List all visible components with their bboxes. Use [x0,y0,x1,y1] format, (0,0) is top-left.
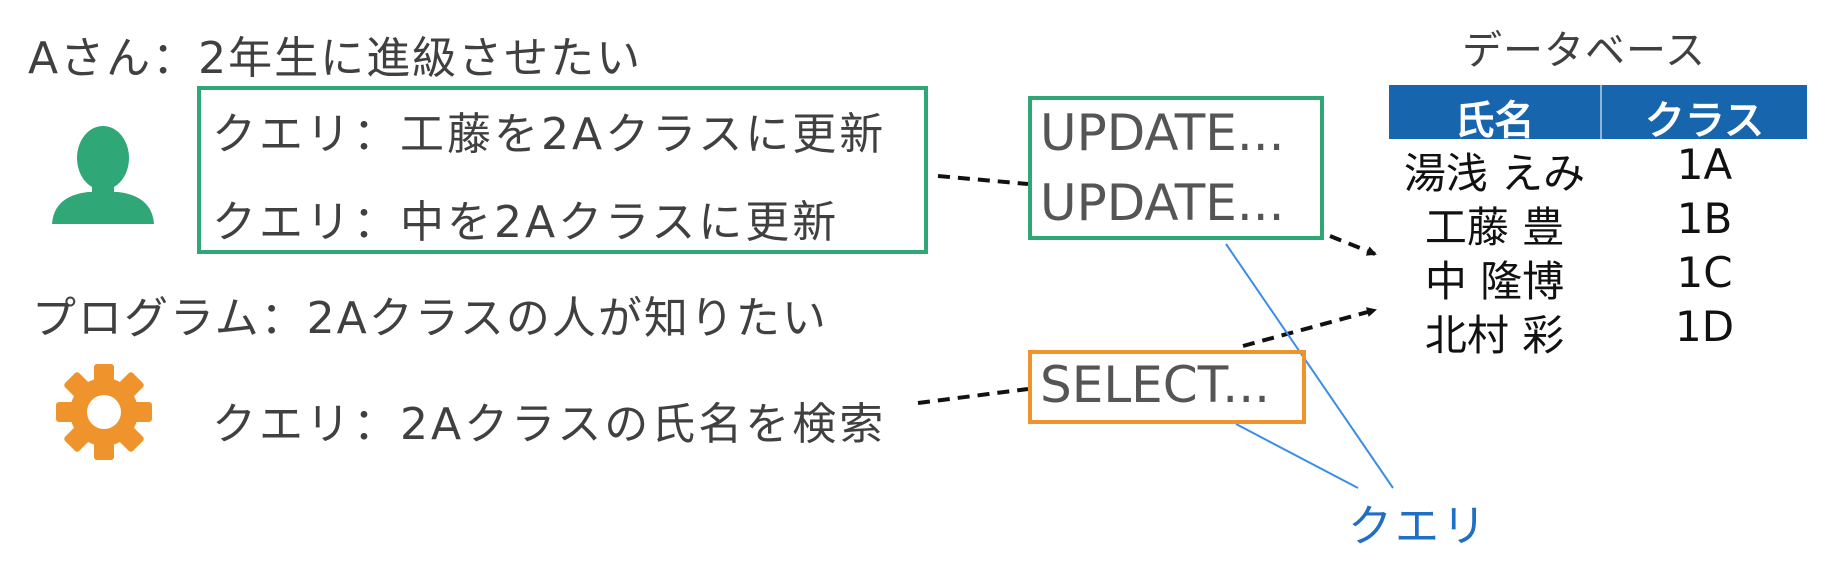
gear-icon [56,364,152,464]
table-cell-name: 湯浅 えみ [1403,149,1586,198]
person-icon [48,122,158,228]
dashed-arrow-select-to-db [1242,307,1377,348]
program-query: クエリ：2Aクラスの氏名を検索 [212,399,887,450]
update-statement-2: UPDATE... [1040,174,1285,232]
update-statement-1: UPDATE... [1040,104,1285,162]
dashed-arrow-update-to-db [1329,234,1377,256]
program-heading: プログラム：2Aクラスの人が知りたい [32,293,828,344]
callout-line-select [1235,423,1359,489]
table-cell-class: 1A [1676,140,1733,189]
callout-line-update [1225,243,1394,489]
dashed-connector-update [937,174,1029,186]
database-title: データベース [1462,28,1706,74]
table-cell-name: 中 隆博 [1424,257,1565,306]
query-callout-label: クエリ [1348,501,1489,552]
user-query-1: クエリ：工藤を2Aクラスに更新 [212,109,887,160]
table-cell-name: 北村 彩 [1424,311,1565,360]
scenario-a-heading: Aさん：2年生に進級させたい [28,33,643,84]
table-cell-name: 工藤 豊 [1424,203,1565,252]
table-cell-class: 1C [1676,248,1733,297]
dashed-connector-select [917,387,1029,405]
table-cell-class: 1D [1674,302,1735,351]
database-header [1389,85,1807,139]
column-header-name: 氏名 [1454,98,1535,144]
user-query-2: クエリ：中を2Aクラスに更新 [212,197,840,248]
database-header-divider [1600,85,1602,139]
select-statement: SELECT... [1040,356,1270,414]
select-sql-box [1028,350,1306,424]
user-query-box [197,86,928,254]
column-header-class: クラス [1644,98,1765,144]
update-sql-box [1028,96,1324,240]
table-cell-class: 1B [1676,194,1733,243]
